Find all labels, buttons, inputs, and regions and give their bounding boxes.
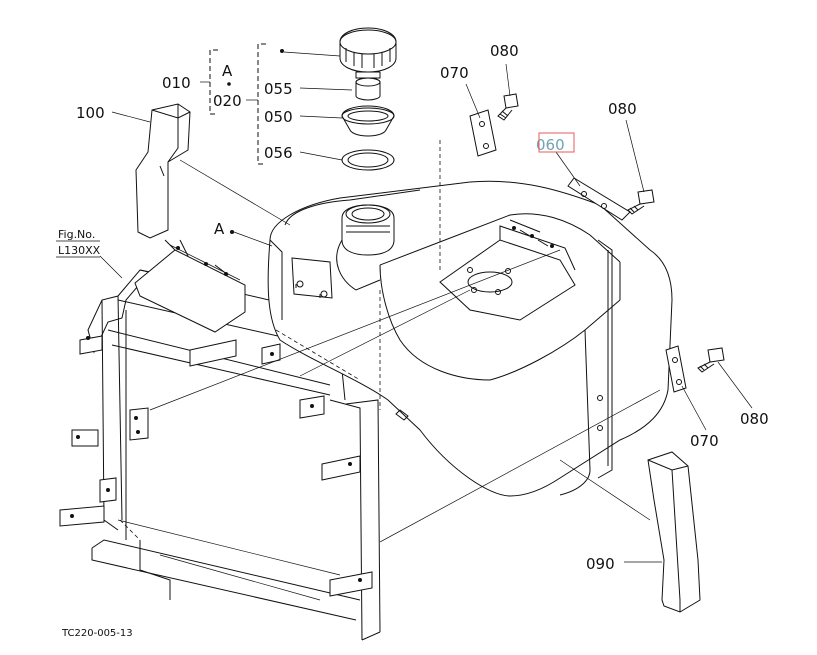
label-080-right-bottom: 080 (740, 410, 769, 428)
label-080-right-top: 080 (608, 100, 637, 118)
label-080-top: 080 (490, 42, 519, 60)
label-055: 055 (264, 80, 293, 98)
callout-labels: 010 A 020 055 050 056 100 A 070 080 060 … (56, 42, 769, 639)
fig-ref-label: Fig.No. (58, 228, 95, 241)
bolt-080-top (497, 93, 519, 121)
label-056: 056 (264, 144, 293, 162)
cushion-100 (135, 103, 191, 239)
highlight-box-060 (538, 132, 575, 153)
bolt-080-right-top (627, 189, 655, 215)
drawing-code: TC220-005-13 (61, 628, 133, 639)
filler-cap-group (339, 27, 397, 171)
strap-070-right (665, 345, 687, 393)
label-010: 010 (162, 74, 191, 92)
strap-070-top (469, 109, 497, 157)
label-100: 100 (76, 104, 105, 122)
bolt-080-right-bottom (697, 347, 725, 373)
label-A-bracket: A (222, 62, 233, 80)
label-020: 020 (213, 92, 242, 110)
frame-assembly (59, 239, 381, 641)
label-060[interactable]: 060 (536, 136, 565, 154)
fuel-tank (119, 140, 673, 541)
label-050: 050 (264, 108, 293, 126)
fig-ref-number: L130XX (58, 244, 101, 257)
leader-lines (99, 49, 753, 563)
label-070-top: 070 (440, 64, 469, 82)
label-A-tank: A (214, 220, 225, 238)
label-070-right: 070 (690, 432, 719, 450)
label-090: 090 (586, 555, 615, 573)
callout-brackets (200, 43, 266, 165)
cushion-090 (647, 451, 701, 613)
